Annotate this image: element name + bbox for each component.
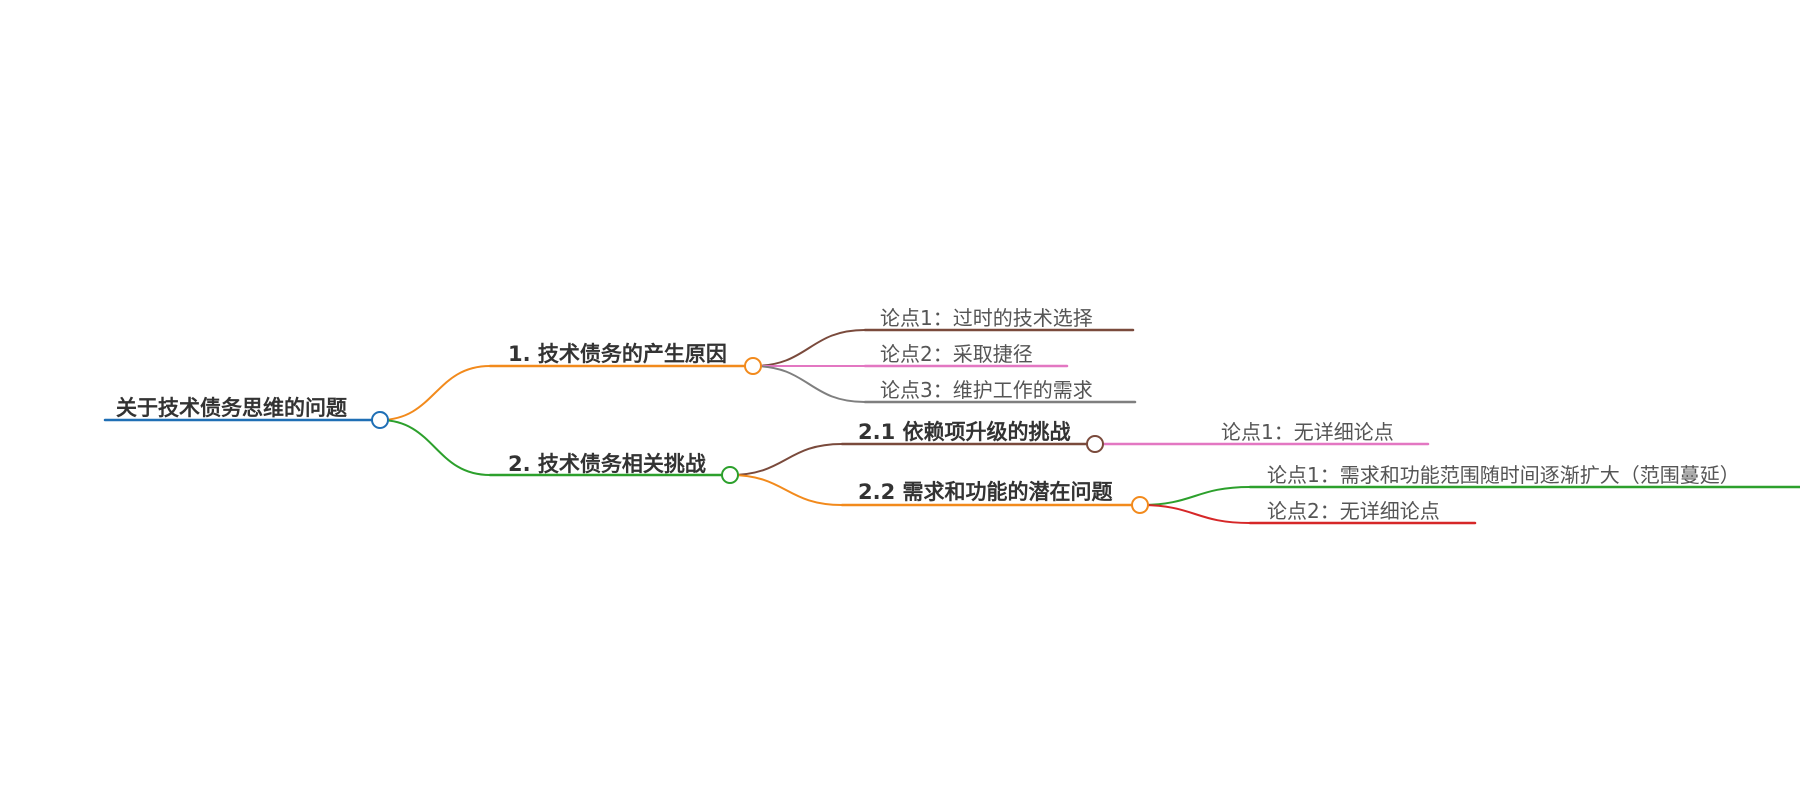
root-collapse-knob[interactable] [371, 411, 389, 429]
mindmap-knobs [371, 357, 1149, 514]
leaf-no-detail-1[interactable]: 论点1：无详细论点 [1221, 420, 1394, 444]
edge-causes-leaf-3 [752, 365, 866, 403]
edge-root-causes [379, 365, 491, 421]
topic-causes[interactable]: 1. 技术债务的产生原因 [508, 342, 727, 366]
leaf-maintenance[interactable]: 论点3：维护工作的需求 [880, 378, 1093, 402]
dependency-collapse-knob[interactable] [1086, 435, 1104, 453]
topic-requirements[interactable]: 2.2 需求和功能的潜在问题 [858, 480, 1114, 504]
edge-req-leaf-2 [1139, 504, 1251, 524]
leaf-shortcuts[interactable]: 论点2：采取捷径 [880, 342, 1033, 366]
leaf-outdated-tech[interactable]: 论点1：过时的技术选择 [880, 306, 1093, 330]
topic-challenges[interactable]: 2. 技术债务相关挑战 [508, 452, 706, 476]
requirements-collapse-knob[interactable] [1131, 496, 1149, 514]
leaf-no-detail-2[interactable]: 论点2：无详细论点 [1267, 499, 1440, 523]
edge-challenges-requirements [729, 474, 843, 506]
mindmap-underlines [103, 328, 1800, 525]
edge-causes-leaf-1 [752, 329, 866, 367]
challenges-collapse-knob[interactable] [721, 466, 739, 484]
leaf-scope-creep[interactable]: 论点1：需求和功能范围随时间逐渐扩大（范围蔓延） [1267, 463, 1740, 487]
root-topic[interactable]: 关于技术债务思维的问题 [116, 396, 348, 420]
edge-root-challenges [379, 419, 491, 476]
mindmap-edges [379, 329, 1251, 524]
edge-challenges-dependency [729, 443, 843, 476]
topic-dependency-upgrade[interactable]: 2.1 依赖项升级的挑战 [858, 420, 1071, 444]
causes-collapse-knob[interactable] [744, 357, 762, 375]
edge-req-leaf-1 [1139, 486, 1251, 506]
